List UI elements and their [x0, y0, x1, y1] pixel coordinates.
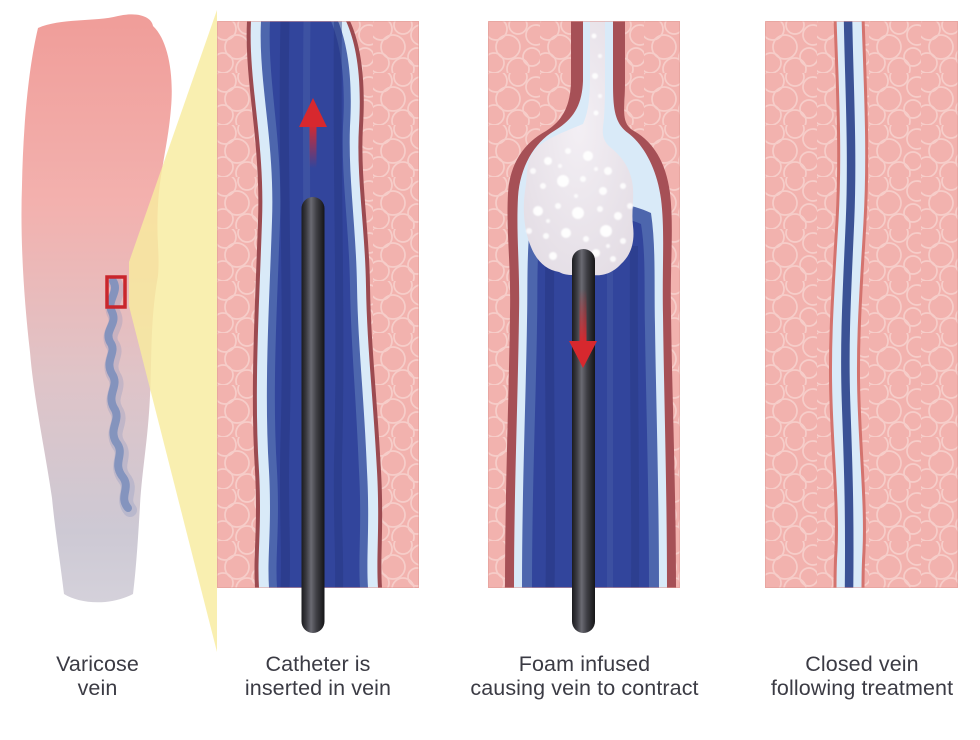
panel-closed-vein: [765, 21, 958, 588]
caption-catheter-inserted: Catheter is inserted in vein: [216, 652, 420, 700]
catheter-withdraw-down-arrow-icon: [569, 289, 597, 368]
panel-varicose-vein: [21, 10, 217, 652]
panel-catheter-inserted: [217, 21, 419, 633]
caption-closed-vein: Closed vein following treatment: [752, 652, 972, 700]
blood-streak: [333, 21, 344, 588]
blood-streak: [279, 21, 291, 588]
magnifier-beam: [129, 10, 217, 652]
blood-flow-up-arrow-icon: [299, 98, 327, 168]
sclerosant-foam: [523, 21, 634, 276]
caption-line: Catheter is: [265, 652, 371, 676]
catheter: [301, 197, 325, 633]
varicose-vein-squiggle: [104, 277, 132, 512]
caption-line: following treatment: [770, 676, 954, 700]
blood-streak: [544, 240, 556, 588]
caption-varicose-vein: Varicose vein: [0, 652, 195, 700]
caption-line: Varicose: [56, 652, 139, 676]
caption-line: Foam infused: [518, 652, 651, 676]
panel-foam-infused: [488, 21, 680, 633]
caption-line: inserted in vein: [244, 676, 392, 700]
blood-streak: [629, 245, 640, 588]
blood-streak-highlight: [606, 250, 614, 588]
leg-silhouette: [21, 14, 172, 603]
caption-foam-infused: Foam infused causing vein to contract: [462, 652, 707, 700]
caption-line: vein: [77, 676, 118, 700]
caption-line: Closed vein: [805, 652, 919, 676]
detail-marker-box: [105, 275, 127, 309]
closed-vein-core: [841, 21, 856, 588]
caption-line: causing vein to contract: [470, 676, 699, 700]
panel-border: [765, 21, 958, 588]
vein-cross-section: [765, 21, 958, 588]
